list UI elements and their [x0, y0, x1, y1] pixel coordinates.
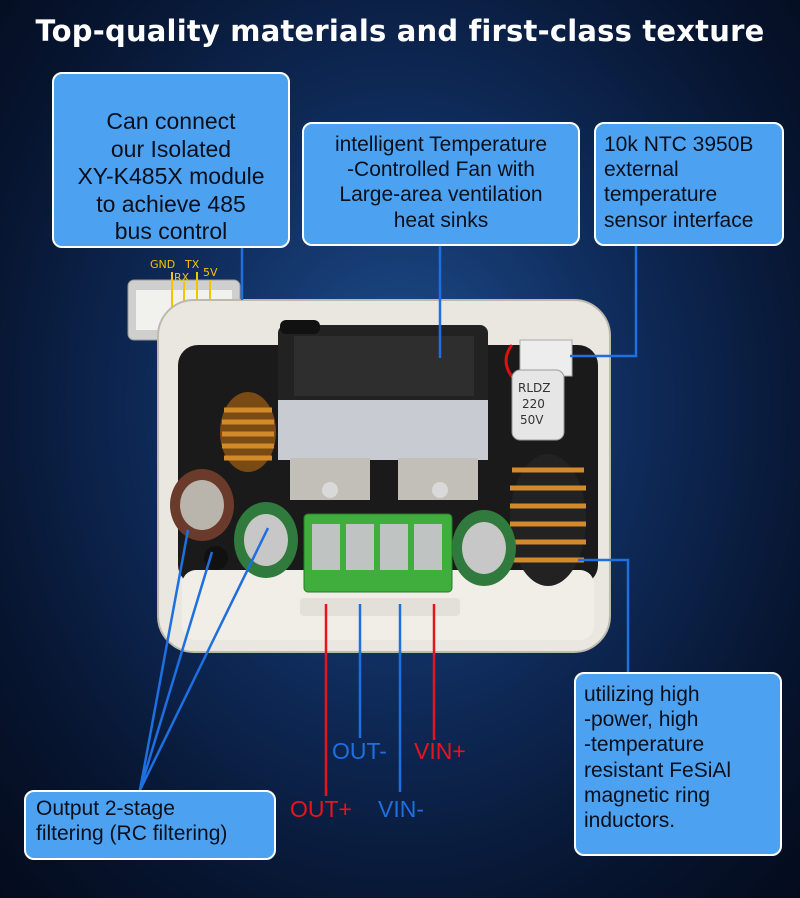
cap-mark-1: RLDZ: [518, 381, 550, 395]
callout-485-line-3: XY-K485X module: [77, 163, 265, 190]
terminal-block: [303, 513, 453, 593]
callout-ntc: 10k NTC 3950B external temperature senso…: [594, 122, 784, 246]
label-vin-minus: VIN-: [378, 796, 424, 822]
label-out-minus: OUT-: [332, 738, 387, 764]
callout-ntc-line-1: 10k NTC 3950B: [604, 133, 754, 156]
label-out-plus: OUT+: [290, 796, 352, 822]
callout-inductor-line-6: inductors.: [584, 808, 676, 832]
callout-485-line-5: bus control: [114, 218, 228, 245]
callout-filter-line-1: Output 2-stage: [36, 797, 175, 820]
inductor-left: [220, 392, 276, 472]
fan-heatsink: [278, 320, 488, 500]
callout-485-module: Can connect our Isolated XY-K485X module…: [52, 72, 290, 248]
pin-label-gnd: GND: [150, 258, 175, 271]
callout-inductor-line-5: magnetic ring: [584, 783, 711, 807]
callout-fan-line-3: Large-area ventilation: [339, 183, 543, 207]
pin-label-rx: RX: [174, 271, 190, 284]
cap-mark-2: 220: [522, 397, 545, 411]
callout-fan-line-1: intelligent Temperature: [334, 133, 548, 156]
cap-mark-3: 50V: [520, 413, 544, 427]
label-vin-plus: VIN+: [414, 738, 466, 764]
capacitor-rldz: RLDZ 220 50V: [511, 369, 565, 441]
callout-fan: intelligent Temperature -Controlled Fan …: [302, 122, 580, 246]
pin-label-tx: TX: [184, 258, 200, 271]
page-title: Top-quality materials and first-class te…: [35, 14, 765, 48]
callout-ntc-line-3: temperature: [604, 183, 718, 207]
callout-leaders: [138, 246, 638, 792]
pin-label-5v: 5V: [203, 266, 218, 279]
callout-485-line-1: Can connect: [106, 108, 236, 134]
callout-ntc-line-2: external: [604, 158, 679, 182]
output-capacitors: [170, 469, 516, 586]
callout-inductor-line-4: resistant FeSiAl: [584, 758, 732, 782]
callout-485-line-4: to achieve 485: [96, 190, 246, 217]
callout-inductor: utilizing high -power, high -temperature…: [574, 672, 782, 856]
callout-fan-line-4: heat sinks: [393, 208, 489, 232]
callout-filter: Output 2-stage filtering (RC filtering): [24, 790, 276, 860]
callout-inductor-line-2: -power, high: [584, 708, 699, 732]
power-leaders: [324, 604, 436, 796]
callout-ntc-line-4: sensor interface: [604, 208, 754, 232]
inductor-right: [510, 454, 586, 586]
callout-485-line-2: our Isolated: [110, 135, 232, 162]
callout-inductor-line-1: utilizing high: [584, 683, 700, 706]
callout-fan-line-2: -Controlled Fan with: [347, 158, 535, 182]
callout-filter-line-2: filtering (RC filtering): [36, 822, 228, 846]
callout-inductor-line-3: -temperature: [584, 733, 705, 757]
